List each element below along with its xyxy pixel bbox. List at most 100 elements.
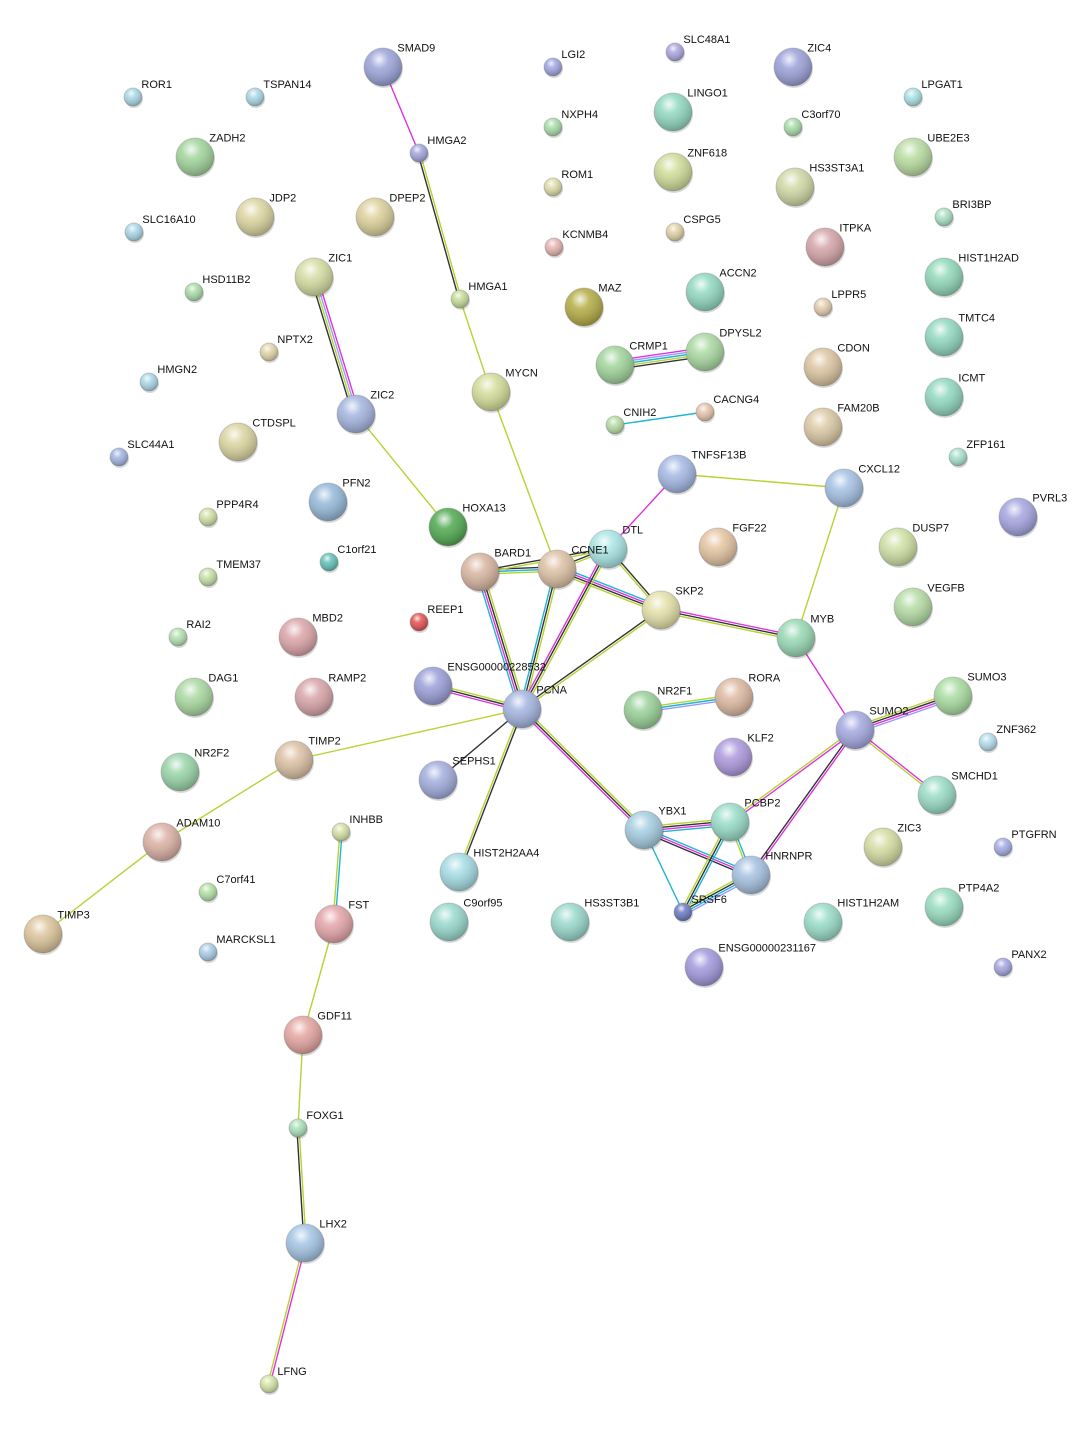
node-hmga1[interactable]: HMGA1 (450, 281, 508, 310)
node-pfn2[interactable]: PFN2 (308, 478, 371, 523)
edge-bard1-pcna[interactable] (476, 570, 526, 711)
node-hs3st3a1[interactable]: HS3ST3A1 (775, 163, 864, 208)
node-lpgat1[interactable]: LPGAT1 (903, 79, 963, 108)
node-mbd2[interactable]: MBD2 (278, 613, 343, 658)
node-dusp7[interactable]: DUSP7 (878, 523, 949, 568)
node-skp2[interactable]: SKP2 (641, 586, 704, 631)
node-bard1[interactable]: BARD1 (460, 548, 531, 593)
node-cxcl12[interactable]: CXCL12 (824, 464, 900, 509)
node-dpysl2[interactable]: DPYSL2 (685, 328, 762, 373)
node-ppp4r4[interactable]: PPP4R4 (198, 499, 259, 528)
node-dpep2[interactable]: DPEP2 (355, 193, 425, 238)
edge-adam10-timp3[interactable] (42, 841, 163, 935)
node-slc44a1[interactable]: SLC44A1 (109, 439, 174, 468)
node-adam10[interactable]: ADAM10 (142, 818, 220, 863)
node-ramp2[interactable]: RAMP2 (294, 673, 366, 718)
node-fam20b[interactable]: FAM20B (803, 403, 880, 448)
node-zadh2[interactable]: ZADH2 (175, 133, 245, 178)
node-zic2[interactable]: ZIC2 (336, 390, 394, 435)
node-nxph4[interactable]: NXPH4 (543, 109, 598, 138)
node-zic3[interactable]: ZIC3 (863, 823, 921, 868)
node-accn2[interactable]: ACCN2 (685, 268, 757, 313)
node-ybx1[interactable]: YBX1 (624, 806, 687, 851)
node-inhbb[interactable]: INHBB (331, 814, 383, 843)
node-myb[interactable]: MYB (776, 614, 834, 659)
node-pcbp2[interactable]: PCBP2 (710, 798, 780, 843)
node-panx2[interactable]: PANX2 (993, 949, 1047, 978)
node-zic4[interactable]: ZIC4 (773, 43, 831, 88)
node-ccne1[interactable]: CCNE1 (537, 545, 609, 590)
node-ptp4a2[interactable]: PTP4A2 (924, 883, 999, 928)
node-rai2[interactable]: RAI2 (168, 619, 211, 648)
node-srsf6[interactable]: SRSF6 (673, 894, 727, 923)
edge-mycn-ccne1[interactable] (490, 391, 558, 570)
node-c3orf70[interactable]: C3orf70 (783, 109, 841, 138)
edge-lhx2-lfng[interactable] (267, 1242, 307, 1385)
node-ctdspl[interactable]: CTDSPL (218, 418, 296, 463)
node-znf362[interactable]: ZNF362 (978, 724, 1036, 753)
node-lingo1[interactable]: LINGO1 (653, 88, 728, 133)
edge-pcna-hist2h2aa4[interactable] (457, 708, 524, 873)
node-sumo3[interactable]: SUMO3 (933, 672, 1007, 717)
node-c9orf95[interactable]: C9orf95 (429, 898, 503, 943)
node-cacng4[interactable]: CACNG4 (695, 394, 759, 423)
node-tnfsf13b[interactable]: TNFSF13B (657, 450, 746, 495)
node-jdp2[interactable]: JDP2 (235, 193, 296, 238)
node-rora[interactable]: RORA (714, 673, 781, 718)
edge-sumo2-hnrnpr[interactable] (749, 728, 857, 877)
node-kcnmb4[interactable]: KCNMB4 (544, 229, 608, 258)
edge-cnih2-cacng4[interactable] (614, 411, 706, 426)
node-dtl[interactable]: DTL (588, 525, 643, 570)
node-slc16a10[interactable]: SLC16A10 (124, 214, 196, 243)
node-pcna[interactable]: PCNA (502, 685, 568, 730)
edge-pcna-ybx1[interactable] (519, 706, 647, 833)
node-hist2h2aa4[interactable]: HIST2H2AA4 (439, 848, 539, 893)
node-tmem37[interactable]: TMEM37 (198, 559, 261, 588)
node-fgf22[interactable]: FGF22 (698, 523, 767, 568)
edge-sumo2-pcbp2[interactable] (728, 728, 857, 824)
node-lppr5[interactable]: LPPR5 (813, 289, 866, 318)
node-foxg1[interactable]: FOXG1 (288, 1110, 344, 1139)
node-reep1[interactable]: REEP1 (409, 604, 463, 633)
node-marcksl1[interactable]: MARCKSL1 (198, 934, 276, 963)
node-hist1h2am[interactable]: HIST1H2AM (803, 898, 899, 943)
node-itpka[interactable]: ITPKA (805, 223, 872, 268)
node-hist1h2ad[interactable]: HIST1H2AD (924, 253, 1019, 298)
node-smad9[interactable]: SMAD9 (363, 43, 435, 88)
node-slc48a1[interactable]: SLC48A1 (665, 34, 730, 63)
node-ensg00000231167[interactable]: ENSG00000231167 (684, 943, 816, 988)
node-pvrl3[interactable]: PVRL3 (998, 493, 1067, 538)
node-tmtc4[interactable]: TMTC4 (924, 313, 995, 358)
node-vegfb[interactable]: VEGFB (893, 583, 965, 628)
node-rom1[interactable]: ROM1 (543, 169, 593, 198)
node-cnih2[interactable]: CNIH2 (605, 407, 656, 436)
node-ptgfrn[interactable]: PTGFRN (993, 829, 1057, 858)
node-crmp1[interactable]: CRMP1 (595, 341, 668, 386)
edge-skp2-myb[interactable] (660, 607, 797, 641)
node-gdf11[interactable]: GDF11 (283, 1011, 352, 1056)
node-bri3bp[interactable]: BRI3BP (934, 199, 992, 228)
node-c1orf21[interactable]: C1orf21 (319, 544, 377, 573)
edge-ybx1-hnrnpr[interactable] (642, 827, 753, 878)
edge-ccne1-pcna[interactable] (519, 568, 560, 710)
node-hmgn2[interactable]: HMGN2 (139, 364, 197, 393)
node-klf2[interactable]: KLF2 (713, 733, 774, 778)
node-mycn[interactable]: MYCN (471, 368, 538, 413)
node-dag1[interactable]: DAG1 (174, 673, 238, 718)
node-tspan14[interactable]: TSPAN14 (245, 79, 311, 108)
node-nr2f2[interactable]: NR2F2 (160, 748, 229, 793)
node-nptx2[interactable]: NPTX2 (259, 334, 313, 363)
node-maz[interactable]: MAZ (564, 283, 622, 328)
node-timp3[interactable]: TIMP3 (23, 910, 90, 955)
node-sephs1[interactable]: SEPHS1 (418, 756, 496, 801)
node-znf618[interactable]: ZNF618 (653, 148, 727, 193)
edge-timp2-adam10[interactable] (161, 759, 295, 843)
edge-pcna-timp2[interactable] (293, 708, 523, 761)
edge-skp2-pcna[interactable] (520, 608, 663, 711)
node-lhx2[interactable]: LHX2 (285, 1219, 347, 1264)
edge-fst-gdf11[interactable] (302, 923, 335, 1036)
node-ensg00000228532[interactable]: ENSG00000228532 (413, 662, 546, 707)
node-sumo2[interactable]: SUMO2 (835, 706, 909, 751)
node-lfng[interactable]: LFNG (259, 1366, 307, 1395)
